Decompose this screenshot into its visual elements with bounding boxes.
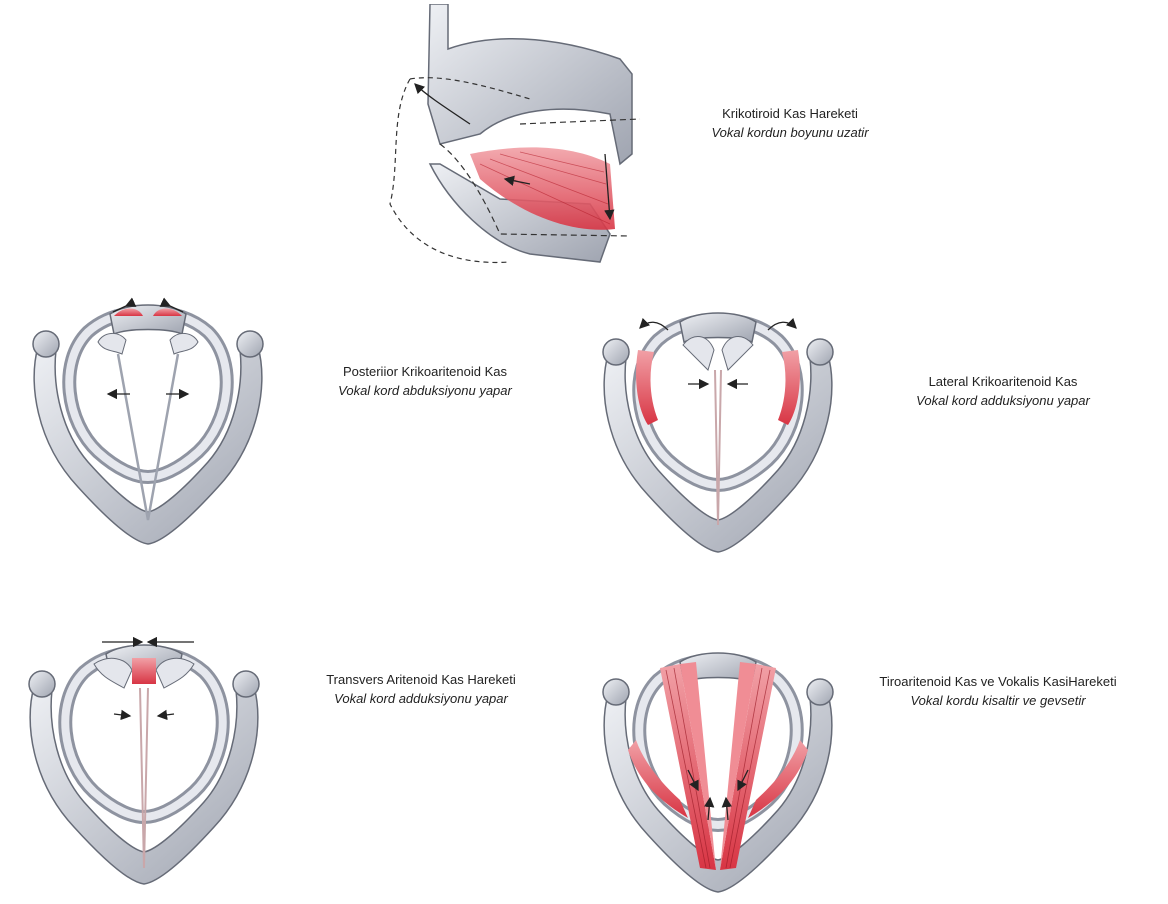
caption-title: Krikotiroid Kas Hareketi [660,104,920,123]
caption-cricothyroid: Krikotiroid Kas Hareketi Vokal kordun bo… [660,104,920,142]
caption-subtitle: Vokal kord adduksiyonu yapar [286,689,556,708]
caption-transverse: Transvers Aritenoid Kas Hareketi Vokal k… [286,670,556,708]
caption-subtitle: Vokal kord adduksiyonu yapar [868,391,1138,410]
thyroarytenoid-illustration [588,640,848,900]
caption-subtitle: Vokal kordun boyunu uzatir [660,123,920,142]
caption-subtitle: Vokal kord abduksiyonu yapar [290,381,560,400]
transverse-arytenoid-illustration [14,630,274,894]
caption-lateral: Lateral Krikoaritenoid Kas Vokal kord ad… [868,372,1138,410]
caption-title: Tiroaritenoid Kas ve Vokalis KasiHareket… [848,672,1148,691]
lateral-cricoarytenoid-illustration [588,300,848,560]
caption-subtitle: Vokal kordu kisaltir ve gevsetir [848,691,1148,710]
posterior-cricoarytenoid-illustration [18,292,278,552]
cricothyroid-illustration [370,4,650,266]
caption-title: Transvers Aritenoid Kas Hareketi [286,670,556,689]
caption-title: Lateral Krikoaritenoid Kas [868,372,1138,391]
caption-thyroarytenoid: Tiroaritenoid Kas ve Vokalis KasiHareket… [848,672,1148,710]
caption-title: Posteriior Krikoaritenoid Kas [290,362,560,381]
caption-posterior: Posteriior Krikoaritenoid Kas Vokal kord… [290,362,560,400]
